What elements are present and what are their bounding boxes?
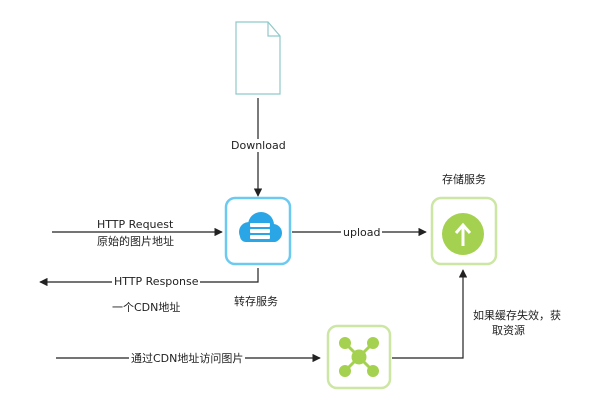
- document-icon: [235, 21, 281, 95]
- cdn-address-label: 一个CDN地址: [112, 301, 181, 314]
- cache-miss-arrow: [392, 269, 468, 359]
- access-via-cdn-label: 通过CDN地址访问图片: [129, 352, 246, 365]
- transfer-service-label: 转存服务: [234, 295, 278, 308]
- cloud-server-icon: [239, 212, 282, 242]
- transfer-service-node[interactable]: [224, 196, 292, 266]
- network-hub-icon: [339, 337, 379, 377]
- storage-service-label: 存储服务: [442, 173, 486, 186]
- http-request-label: HTTP Request: [97, 218, 174, 231]
- cloud-upload-icon: [442, 213, 484, 255]
- download-label: Download: [229, 139, 288, 152]
- cache-miss-label-line2: 取资源: [492, 324, 525, 337]
- cache-miss-label-line1: 如果缓存失效，获: [473, 309, 561, 322]
- cdn-node[interactable]: [326, 324, 392, 390]
- http-response-label: HTTP Response: [112, 275, 201, 288]
- original-image-url-label: 原始的图片地址: [97, 235, 174, 248]
- upload-label: upload: [341, 226, 383, 239]
- storage-service-node[interactable]: [430, 196, 498, 266]
